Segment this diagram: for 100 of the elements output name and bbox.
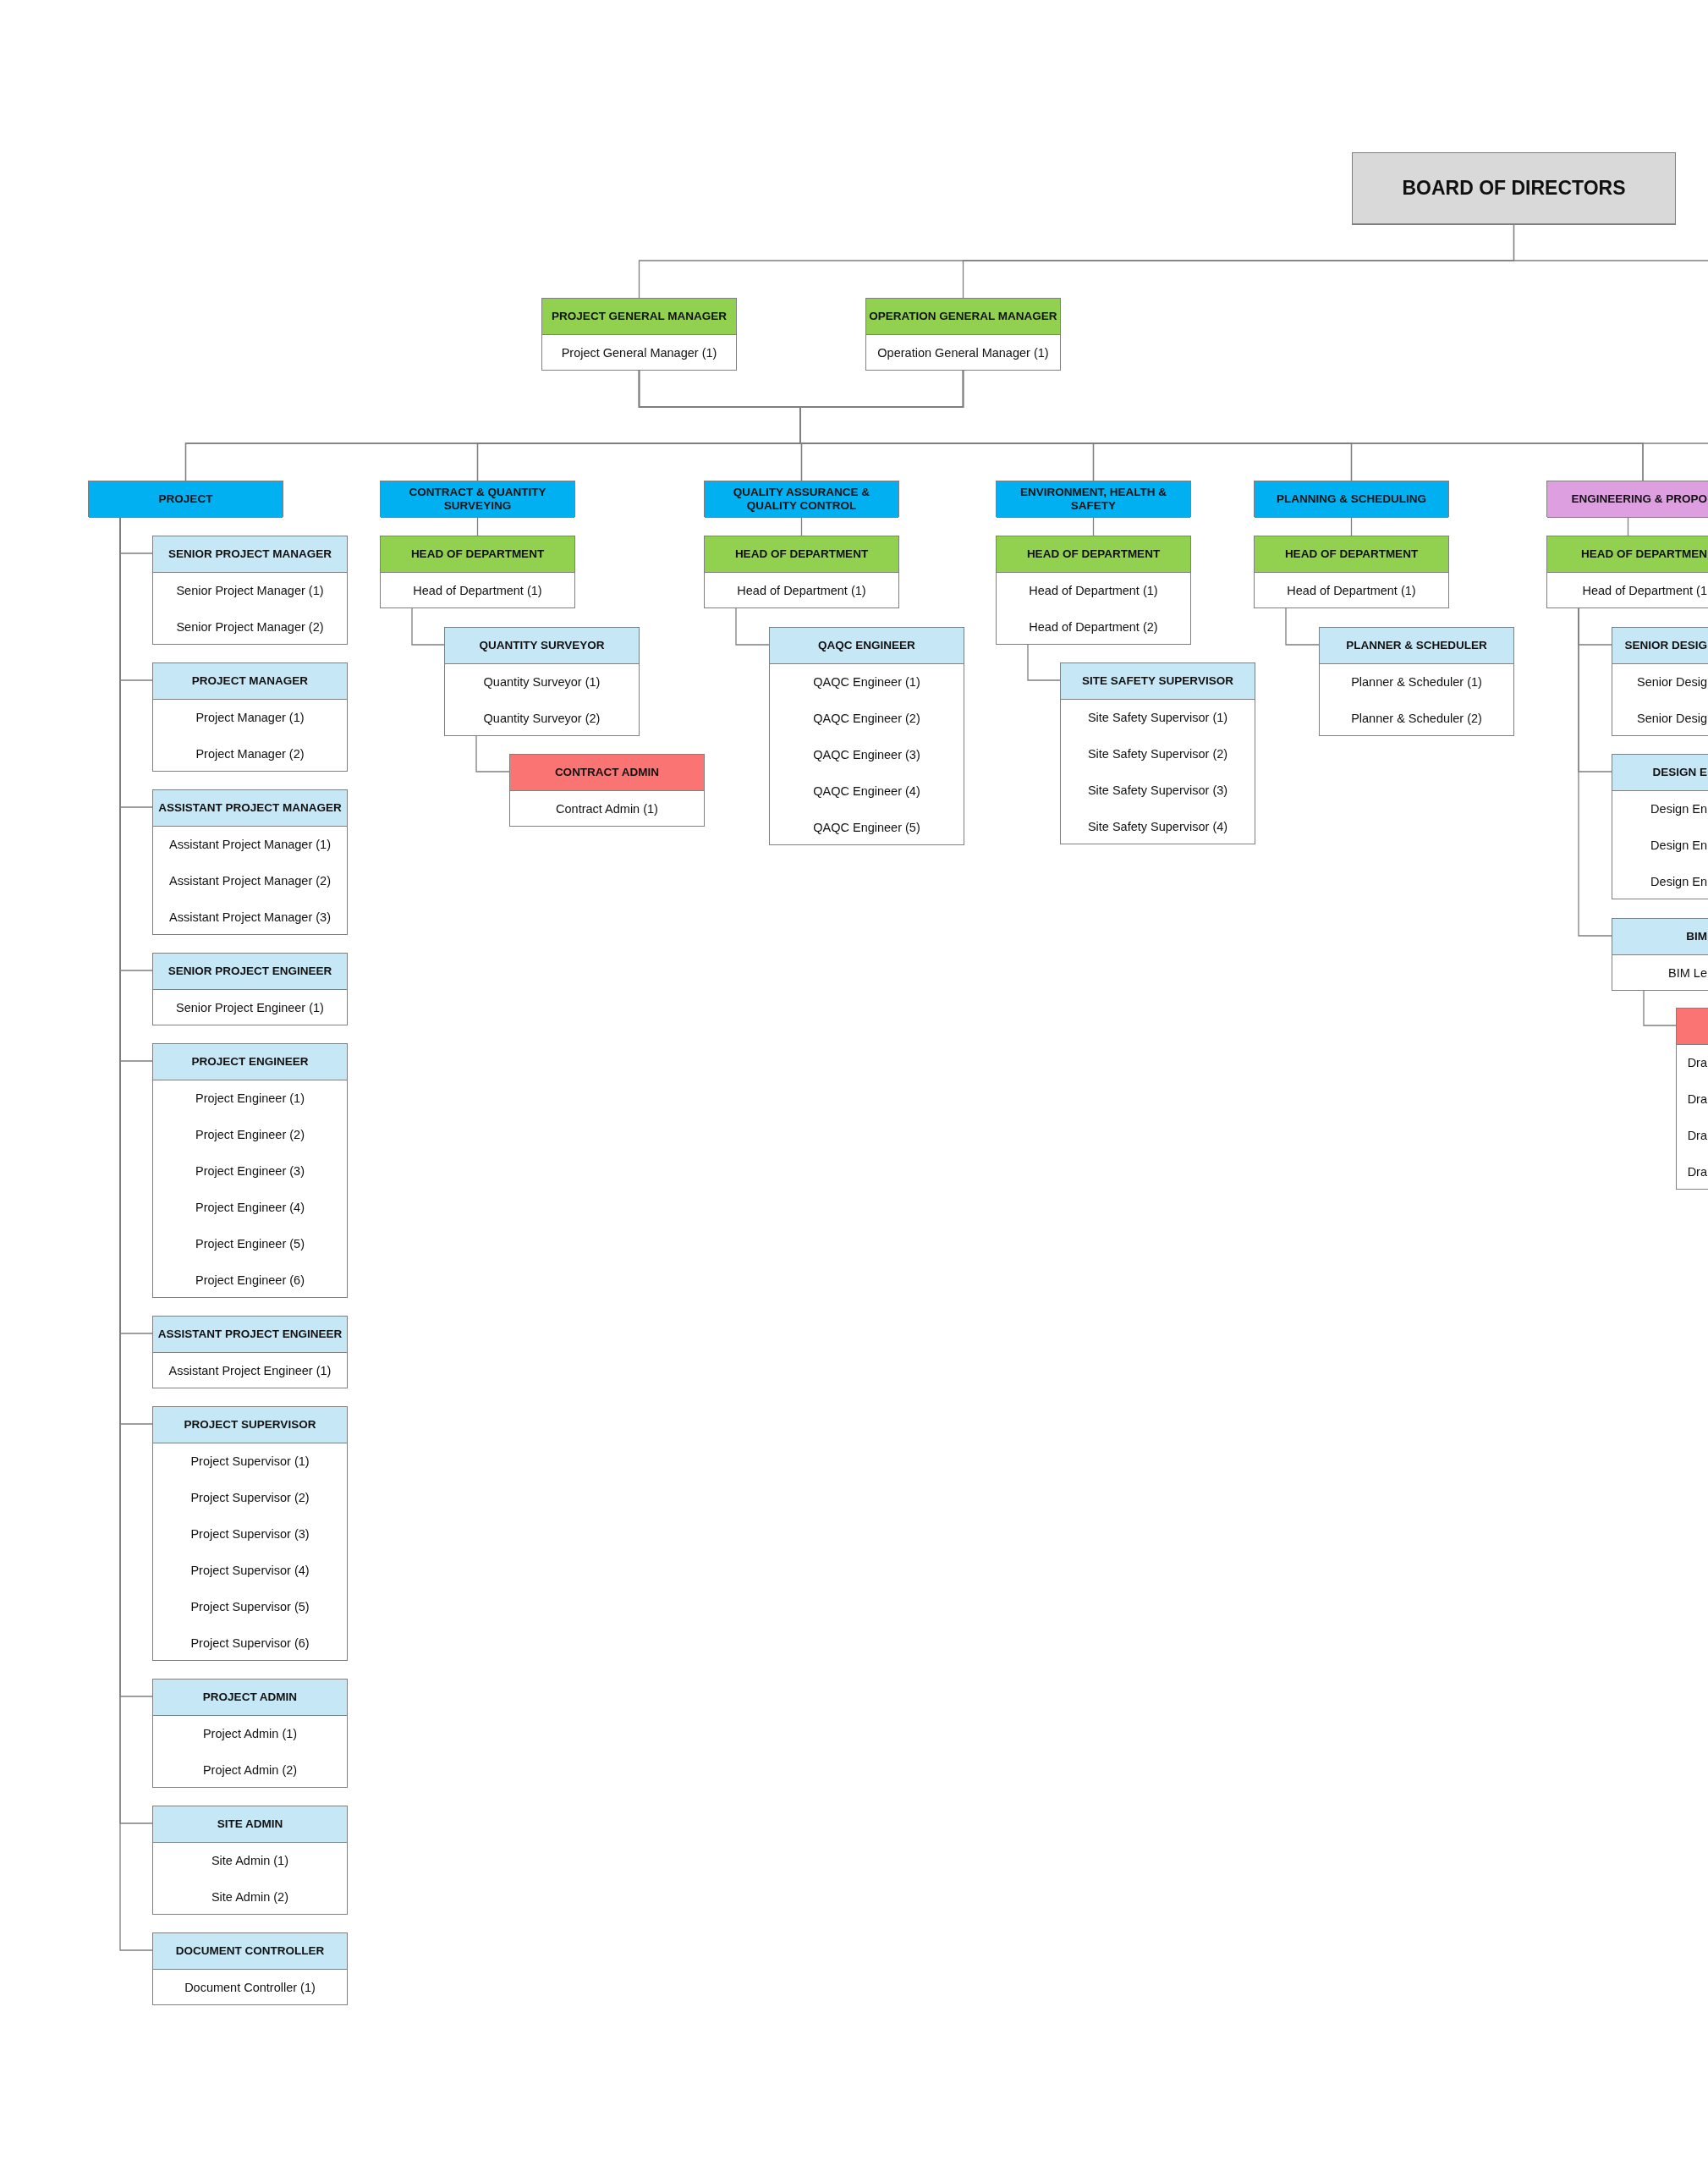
position-label: Site Admin (2) [210, 1889, 290, 1906]
position-label: Project Admin (2) [201, 1762, 299, 1779]
position-label: Dra [1686, 1091, 1708, 1108]
position-card [1612, 627, 1708, 736]
position-label: Head of Department (1) [736, 583, 867, 600]
position-card [152, 789, 348, 935]
connector-line [962, 224, 1515, 299]
position-card [152, 536, 348, 645]
role-title: HEAD OF DEPARTMENT [1255, 536, 1448, 573]
position-label: Project Engineer (4) [195, 1200, 305, 1217]
position-card [380, 536, 575, 608]
role-title: ASSISTANT PROJECT MANAGER [153, 790, 347, 827]
position-label: Project Manager (1) [195, 710, 305, 727]
connector-line [1350, 516, 1353, 536]
position-card [541, 298, 737, 371]
connector-line [800, 516, 803, 536]
position-label: Operation General Manager (1) [876, 345, 1050, 362]
position-label: QAQC Engineer (3) [812, 747, 921, 764]
position-label: Dra [1686, 1164, 1708, 1181]
position-label: QAQC Engineer (4) [812, 783, 921, 800]
position-card [996, 536, 1191, 645]
position-label: Project Manager (2) [195, 746, 305, 763]
position-label: Assistant Project Engineer (1) [168, 1363, 332, 1380]
position-label: Assistant Project Manager (1) [168, 837, 332, 854]
position-label: Project General Manager (1) [560, 345, 718, 362]
position-label: Contract Admin (1) [555, 801, 659, 818]
connector-line [1578, 607, 1612, 937]
position-label: Assistant Project Manager (2) [168, 873, 332, 890]
position-label: Project Supervisor (1) [189, 1454, 310, 1471]
role-title: PROJECT ADMIN [153, 1679, 347, 1716]
position-label: Senior Desig [1636, 674, 1708, 691]
position-label: Dra [1686, 1128, 1708, 1145]
position-card [444, 627, 640, 736]
position-label: Head of Department (1) [1028, 583, 1159, 600]
position-label: Project Engineer (2) [195, 1127, 305, 1144]
role-title: PROJECT SUPERVISOR [153, 1407, 347, 1443]
position-label: Planner & Scheduler (2) [1350, 711, 1483, 728]
position-label: Project Engineer (5) [195, 1236, 305, 1253]
role-title: SENIOR DESIG [1612, 628, 1708, 664]
position-label: Senior Project Manager (2) [175, 619, 325, 636]
position-label: Site Safety Supervisor (2) [1086, 746, 1229, 763]
role-title: SITE SAFETY SUPERVISOR [1061, 663, 1255, 700]
role-title: QAQC ENGINEER [770, 628, 964, 664]
position-card [152, 1806, 348, 1915]
position-label: Head of Department (1) [412, 583, 543, 600]
position-card [1676, 1008, 1708, 1190]
position-label: Assistant Project Manager (3) [168, 910, 332, 926]
position-card [152, 1043, 348, 1298]
role-title: OPERATION GENERAL MANAGER [866, 299, 1060, 335]
position-label: Site Safety Supervisor (3) [1086, 783, 1229, 800]
position-label: Quantity Surveyor (2) [482, 711, 601, 728]
position-card [152, 1932, 348, 2005]
position-label: Senior Project Engineer (1) [175, 1000, 325, 1017]
role-title: HEAD OF DEPARTMENT [997, 536, 1190, 573]
role-title: HEAD OF DEPARTMENT [381, 536, 574, 573]
role-title: DESIGN E [1612, 755, 1708, 791]
position-label: Project Engineer (1) [195, 1091, 305, 1108]
position-label: Project Supervisor (6) [189, 1635, 310, 1652]
position-label: QAQC Engineer (2) [812, 711, 921, 728]
position-label: Head of Department (2) [1028, 619, 1159, 636]
position-label: Document Controller (1) [184, 1980, 316, 1997]
role-title: SITE ADMIN [153, 1806, 347, 1843]
connector-line [476, 516, 479, 536]
position-card [1612, 754, 1708, 899]
position-label: Site Safety Supervisor (4) [1086, 819, 1229, 836]
position-label: Project Supervisor (4) [189, 1563, 310, 1580]
role-title: CONTRACT ADMIN [510, 755, 704, 791]
position-label: Project Supervisor (5) [189, 1599, 310, 1616]
role-title: PROJECT GENERAL MANAGER [542, 299, 736, 335]
connector-line [411, 607, 445, 646]
connector-line [799, 370, 1644, 481]
position-label: Design En [1650, 874, 1708, 891]
position-label: Senior Project Manager (1) [175, 583, 325, 600]
position-card [152, 953, 348, 1025]
position-card [769, 627, 964, 845]
position-card [152, 662, 348, 772]
position-label: Senior Desig [1636, 711, 1708, 728]
position-card [704, 536, 899, 608]
position-card [865, 298, 1061, 371]
role-title: DOCUMENT CONTROLLER [153, 1933, 347, 1970]
role-title: SENIOR PROJECT MANAGER [153, 536, 347, 573]
connector-line [1643, 990, 1677, 1026]
position-label: Design En [1650, 838, 1708, 855]
position-label: Project Engineer (3) [195, 1163, 305, 1180]
connector-line [735, 607, 770, 646]
connector-line [1627, 516, 1629, 536]
position-card [1612, 918, 1708, 991]
position-label: BIM Le [1667, 965, 1708, 982]
position-card [1546, 536, 1708, 608]
position-card [1319, 627, 1514, 736]
position-card [152, 1679, 348, 1788]
connector-line [475, 735, 510, 772]
role-title: PLANNER & SCHEDULER [1320, 628, 1513, 664]
role-title: BIM [1612, 919, 1708, 955]
position-label: Design En [1650, 801, 1708, 818]
position-label: QAQC Engineer (5) [812, 820, 921, 837]
position-label: Planner & Scheduler (1) [1350, 674, 1483, 691]
position-card [152, 1406, 348, 1661]
position-card [152, 1316, 348, 1388]
role-title: HEAD OF DEPARTMENT [705, 536, 898, 573]
